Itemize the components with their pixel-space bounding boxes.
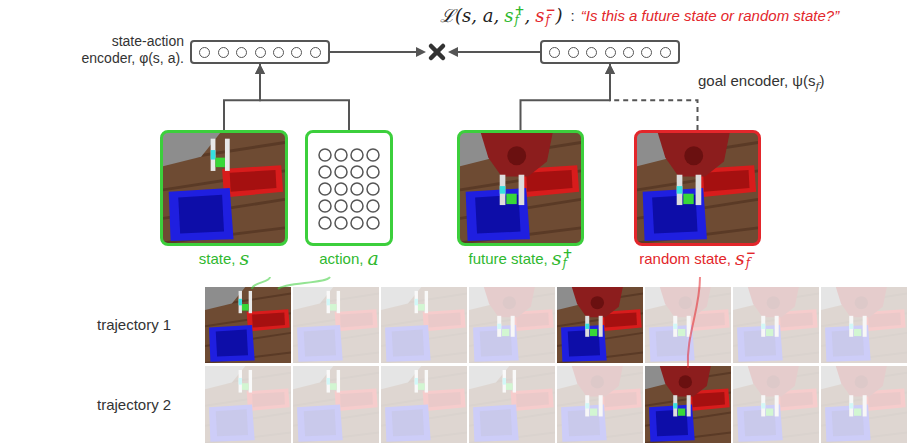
vector-unit <box>199 47 210 58</box>
connector-arrow <box>224 64 260 130</box>
superscript: + <box>514 5 524 15</box>
vector-unit <box>255 47 266 58</box>
subscript: f <box>562 258 572 268</box>
embedding-vector: goal encoder, ψ(sf) <box>540 40 680 64</box>
sample-caption: action,a <box>319 247 379 269</box>
embedding-vector: state-action encoder, φ(s, a). <box>190 40 330 64</box>
math-symbol: a <box>367 247 378 269</box>
sample-image-box: future state,s+f <box>457 130 584 246</box>
formula-symbol: s <box>535 5 544 26</box>
script-stack: −f <box>545 5 555 25</box>
trajectory-strip-1 <box>205 287 907 363</box>
vector-unit <box>549 47 560 58</box>
subscript: f <box>545 15 555 25</box>
script-stack: −f <box>746 248 756 268</box>
vector-unit <box>641 47 652 58</box>
subscript: f <box>514 15 524 25</box>
action-vector-grid <box>319 149 379 229</box>
trajectory-strip-2 <box>205 366 907 443</box>
sample-leader-lines <box>252 277 700 368</box>
dot-product-arrows <box>330 47 540 57</box>
script-stack: +f <box>562 248 572 268</box>
loss-formula: ℒ(s, a,s+f,s−f):“Is this a future state … <box>440 3 839 27</box>
subscript: f <box>746 258 756 268</box>
formula-text: ) <box>556 5 563 26</box>
separator: : <box>571 7 575 24</box>
vector-unit <box>605 47 616 58</box>
sample-image-box: state,s <box>160 130 288 246</box>
superscript: + <box>562 248 572 258</box>
random-state-picture <box>637 133 758 243</box>
superscript: − <box>746 248 756 258</box>
encoder-name: ) <box>820 72 825 89</box>
caption-text: random state, <box>639 250 731 267</box>
math-symbol: s <box>735 247 745 269</box>
vector-unit <box>586 47 597 58</box>
connector-arrow <box>260 64 349 130</box>
encoder-label: goal encoder, ψ(sf) <box>698 72 825 93</box>
vector-unit <box>273 47 284 58</box>
future-state-picture <box>460 133 581 243</box>
vector-unit <box>623 47 634 58</box>
math-symbol: s <box>552 247 562 269</box>
math-symbol: s <box>239 247 249 269</box>
formula-symbol: s <box>504 5 513 26</box>
formula-text: , <box>524 5 530 26</box>
vector-unit <box>568 47 579 58</box>
connector-arrow <box>610 64 698 130</box>
encoder-name: state-action encoder, φ(s, a). <box>82 33 184 66</box>
vector-unit <box>218 47 229 58</box>
encoder-name: goal encoder, ψ(s <box>698 72 815 89</box>
sample-caption: random state,s−f <box>639 247 756 269</box>
vector-unit <box>236 47 247 58</box>
sample-caption: state,s <box>199 247 249 269</box>
caption-text: state, <box>199 250 236 267</box>
caption-text: future state, <box>468 250 547 267</box>
sample-caption: future state, s+f <box>468 247 572 269</box>
state-picture <box>163 133 285 243</box>
vector-unit <box>660 47 671 58</box>
question-text: “Is this a future state or random state?… <box>581 7 839 24</box>
script-stack: +f <box>514 5 524 25</box>
vector-unit <box>310 47 321 58</box>
formula-text: ℒ(s, a, <box>440 3 499 27</box>
sample-image-box: random state,s−f <box>634 130 761 246</box>
caption-text: action, <box>319 250 363 267</box>
encoder-label: state-action encoder, φ(s, a). <box>59 33 184 67</box>
row-label: trajectory 1 <box>97 316 171 333</box>
sample-image-box: action,a <box>305 130 393 246</box>
vector-unit <box>291 47 302 58</box>
connector-arrow <box>521 64 611 130</box>
superscript: − <box>545 5 555 15</box>
subscript: f <box>815 80 819 93</box>
multiply-symbol <box>431 46 443 58</box>
row-label: trajectory 2 <box>97 396 171 413</box>
